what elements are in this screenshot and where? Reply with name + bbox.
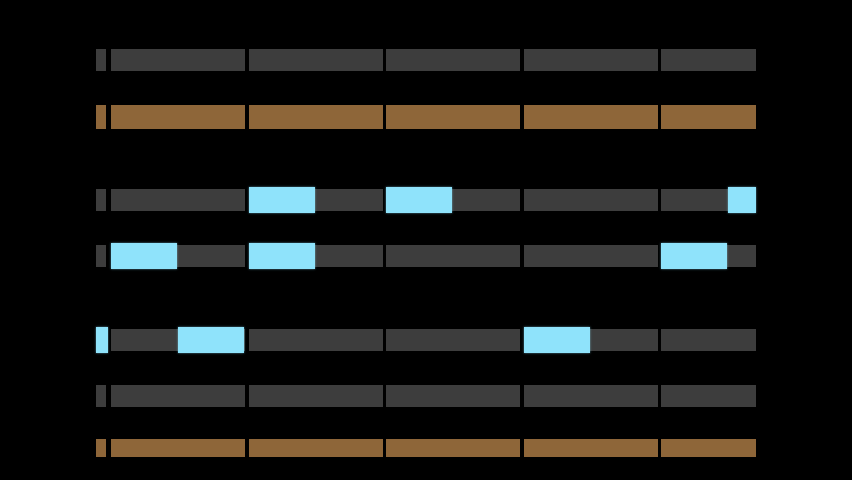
lane-7-measure-4[interactable] [523,439,658,457]
lane-3-measure-4[interactable] [523,189,658,211]
lane-6 [96,385,756,407]
lane-5 [96,327,756,353]
lane-1-measure-2[interactable] [248,49,383,71]
lane-2-measure-1[interactable] [111,105,245,129]
lane-3-stub [96,189,106,211]
lane-6-measure-3[interactable] [386,385,521,407]
note-block[interactable] [728,187,756,213]
lane-7-measure-2[interactable] [248,439,383,457]
lane-7-measure-1[interactable] [111,439,245,457]
lane-7 [96,439,756,457]
lane-2-stub [96,105,106,129]
lane-1-stub [96,49,106,71]
lane-5-measure-5[interactable] [661,329,756,351]
lane-7-measure-3[interactable] [386,439,521,457]
lane-1-measure-4[interactable] [523,49,658,71]
lane-2-measure-3[interactable] [386,105,521,129]
lane-2-measure-5[interactable] [661,105,756,129]
note-block[interactable] [248,187,315,213]
lane-4-measure-3[interactable] [386,245,521,267]
lane-1 [96,49,756,71]
lane-1-measure-1[interactable] [111,49,245,71]
lane-7-stub [96,439,106,457]
lane-6-measure-4[interactable] [523,385,658,407]
lane-4-measure-4[interactable] [523,245,658,267]
lane-3 [96,187,756,213]
lane-2 [96,105,756,129]
note-block[interactable] [96,327,108,353]
lane-3-measure-1[interactable] [111,189,245,211]
note-block[interactable] [386,187,453,213]
lane-2-measure-4[interactable] [523,105,658,129]
note-block[interactable] [111,243,177,269]
lane-6-stub [96,385,106,407]
lane-5-measure-2[interactable] [248,329,383,351]
lane-1-measure-5[interactable] [661,49,756,71]
lane-6-measure-5[interactable] [661,385,756,407]
note-block[interactable] [248,243,315,269]
lane-1-measure-3[interactable] [386,49,521,71]
lane-4-stub [96,245,106,267]
lane-4 [96,243,756,269]
lane-7-measure-5[interactable] [661,439,756,457]
lane-5-measure-3[interactable] [386,329,521,351]
lane-6-measure-2[interactable] [248,385,383,407]
note-block[interactable] [523,327,590,353]
lane-2-measure-2[interactable] [248,105,383,129]
note-block[interactable] [661,243,728,269]
note-block[interactable] [178,327,244,353]
lane-6-measure-1[interactable] [111,385,245,407]
